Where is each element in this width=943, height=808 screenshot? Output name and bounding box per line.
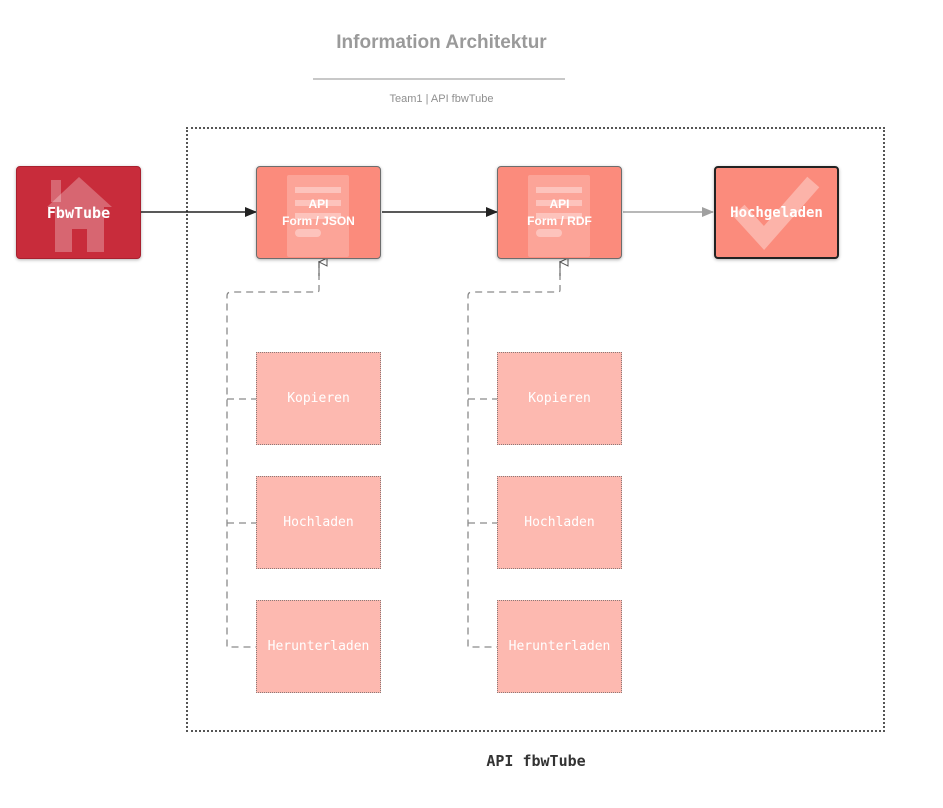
json-action-hochladen[interactable]: Hochladen <box>256 476 381 569</box>
rdf-actions-connector <box>467 261 561 648</box>
api-json-line2: Form / JSON <box>282 213 355 228</box>
api-rdf-line1: API <box>549 196 570 211</box>
form-icon <box>528 175 590 257</box>
api-container-frame <box>186 127 885 732</box>
container-label: API fbwTube <box>486 752 586 770</box>
page-subtitle: Team1 | API fbwTube <box>389 93 494 105</box>
fbwtube-home-node[interactable]: FbwTube <box>16 166 141 259</box>
hochgeladen-label: Hochgeladen <box>730 204 823 221</box>
form-icon <box>287 175 349 257</box>
action-label: Hochladen <box>283 515 354 530</box>
api-rdf-line2: Form / RDF <box>527 213 592 228</box>
checkmark-icon <box>732 176 820 250</box>
rdf-action-kopieren[interactable]: Kopieren <box>497 352 622 445</box>
json-actions-connector <box>226 261 320 648</box>
json-action-kopieren[interactable]: Kopieren <box>256 352 381 445</box>
api-form-rdf-node[interactable]: API Form / RDF <box>497 166 622 259</box>
fbwtube-label: FbwTube <box>46 203 111 222</box>
title-divider <box>313 78 565 80</box>
action-label: Hochladen <box>524 515 595 530</box>
rdf-action-hochladen[interactable]: Hochladen <box>497 476 622 569</box>
house-icon <box>47 177 112 252</box>
api-json-line1: API <box>308 196 329 211</box>
action-label: Herunterladen <box>508 639 611 654</box>
rdf-action-herunterladen[interactable]: Herunterladen <box>497 600 622 693</box>
hochgeladen-node[interactable]: Hochgeladen <box>714 166 839 259</box>
page-title: Information Architektur <box>336 32 547 53</box>
action-label: Kopieren <box>287 391 350 406</box>
action-label: Herunterladen <box>267 639 370 654</box>
json-action-herunterladen[interactable]: Herunterladen <box>256 600 381 693</box>
action-label: Kopieren <box>528 391 591 406</box>
api-form-json-node[interactable]: API Form / JSON <box>256 166 381 259</box>
